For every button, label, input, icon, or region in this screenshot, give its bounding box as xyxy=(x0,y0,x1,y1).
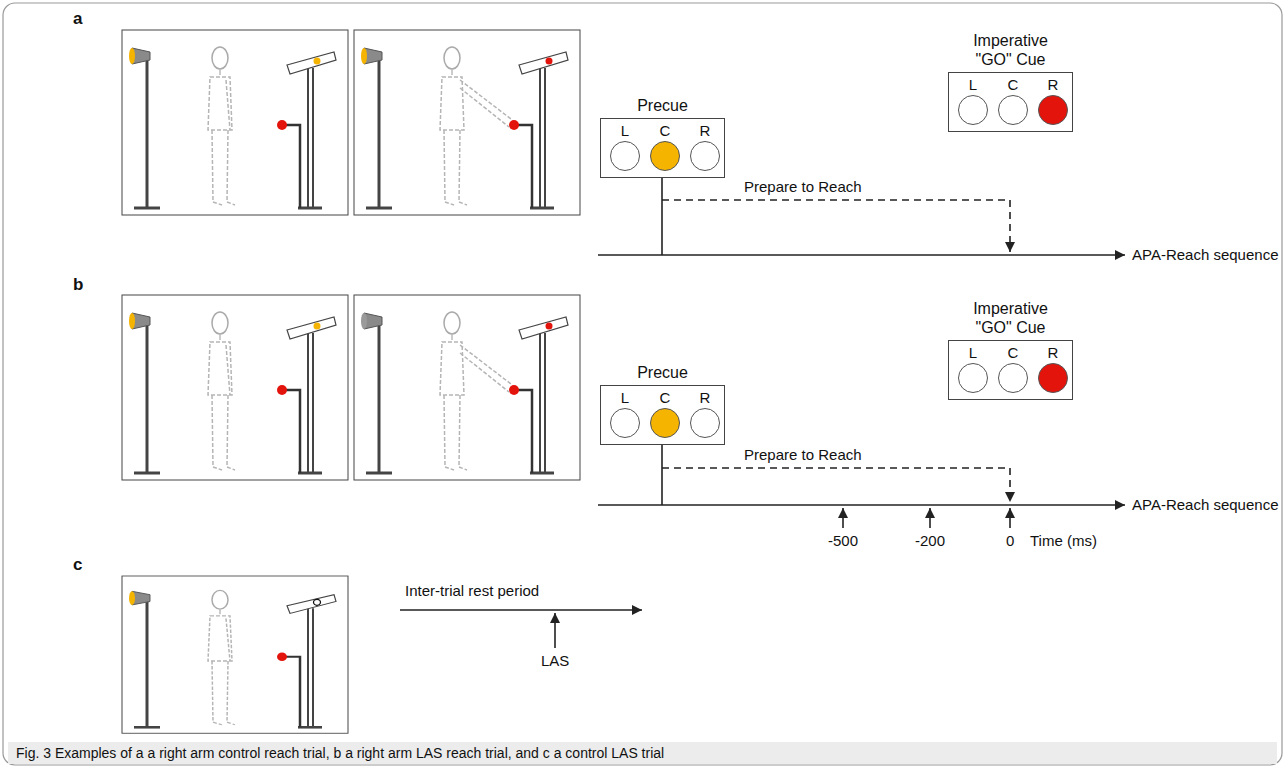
cue-light: L xyxy=(957,344,989,398)
timeline xyxy=(598,445,1125,528)
light-circle xyxy=(610,408,640,438)
figure-caption: Fig. 3 Examples of a a right arm control… xyxy=(8,742,1277,764)
figure-label: -200 xyxy=(915,532,945,550)
figure-label: Prepare to Reach xyxy=(741,178,865,196)
light-circle xyxy=(1038,95,1068,125)
figure-frame xyxy=(3,3,1282,765)
panel-letter: c xyxy=(73,556,82,574)
figure-label: Time (ms) xyxy=(1030,532,1097,550)
cue-light: R xyxy=(689,389,721,443)
light-letter: C xyxy=(997,76,1029,94)
panel-letter: a xyxy=(73,10,82,28)
light-letter: C xyxy=(649,122,681,140)
light-letter: L xyxy=(609,122,641,140)
cue-box: PrecueLCR xyxy=(600,118,725,178)
figure-label: APA-Reach sequence xyxy=(1132,496,1278,514)
light-circle xyxy=(650,141,680,171)
figure-label: Prepare to Reach xyxy=(741,446,865,464)
figure-label: Inter-trial rest period xyxy=(405,582,539,600)
light-letter: L xyxy=(957,344,989,362)
cue-box: PrecueLCR xyxy=(600,385,725,445)
timeline xyxy=(598,178,1125,255)
cue-light: R xyxy=(1037,344,1069,398)
cue-box: Imperative "GO" CueLCR xyxy=(948,72,1073,132)
light-circle xyxy=(690,141,720,171)
cue-light: C xyxy=(997,76,1029,130)
illustration-reach xyxy=(354,295,580,480)
figure-label: 0 xyxy=(1006,532,1014,550)
panel-letter: b xyxy=(73,276,83,294)
cue-light: R xyxy=(1037,76,1069,130)
illustration-reach xyxy=(354,30,580,215)
figure-label: -500 xyxy=(828,532,858,550)
light-letter: R xyxy=(689,122,721,140)
cue-box: Imperative "GO" CueLCR xyxy=(948,340,1073,400)
light-circle xyxy=(650,408,680,438)
illustration-rest xyxy=(122,295,348,480)
cue-heading: Imperative "GO" Cue xyxy=(956,299,1066,337)
illustration-rest xyxy=(122,30,348,215)
cue-light: C xyxy=(649,389,681,443)
timeline xyxy=(400,610,642,648)
cue-heading: Imperative "GO" Cue xyxy=(956,31,1066,69)
light-letter: R xyxy=(1037,344,1069,362)
light-circle xyxy=(958,363,988,393)
cue-light: L xyxy=(609,389,641,443)
light-circle xyxy=(1038,363,1068,393)
light-letter: R xyxy=(1037,76,1069,94)
light-letter: R xyxy=(689,389,721,407)
cue-heading: Precue xyxy=(608,96,718,115)
figure-label: APA-Reach sequence xyxy=(1132,246,1278,264)
light-circle xyxy=(958,95,988,125)
light-circle xyxy=(998,95,1028,125)
light-letter: L xyxy=(609,389,641,407)
illustration-rest xyxy=(122,576,348,733)
cue-light: R xyxy=(689,122,721,176)
cue-heading: Precue xyxy=(608,363,718,382)
cue-light: L xyxy=(957,76,989,130)
light-circle xyxy=(998,363,1028,393)
light-letter: C xyxy=(997,344,1029,362)
cue-light: C xyxy=(649,122,681,176)
light-letter: L xyxy=(957,76,989,94)
cue-light: C xyxy=(997,344,1029,398)
light-circle xyxy=(610,141,640,171)
light-letter: C xyxy=(649,389,681,407)
figure-label: LAS xyxy=(541,652,569,670)
cue-light: L xyxy=(609,122,641,176)
light-circle xyxy=(690,408,720,438)
